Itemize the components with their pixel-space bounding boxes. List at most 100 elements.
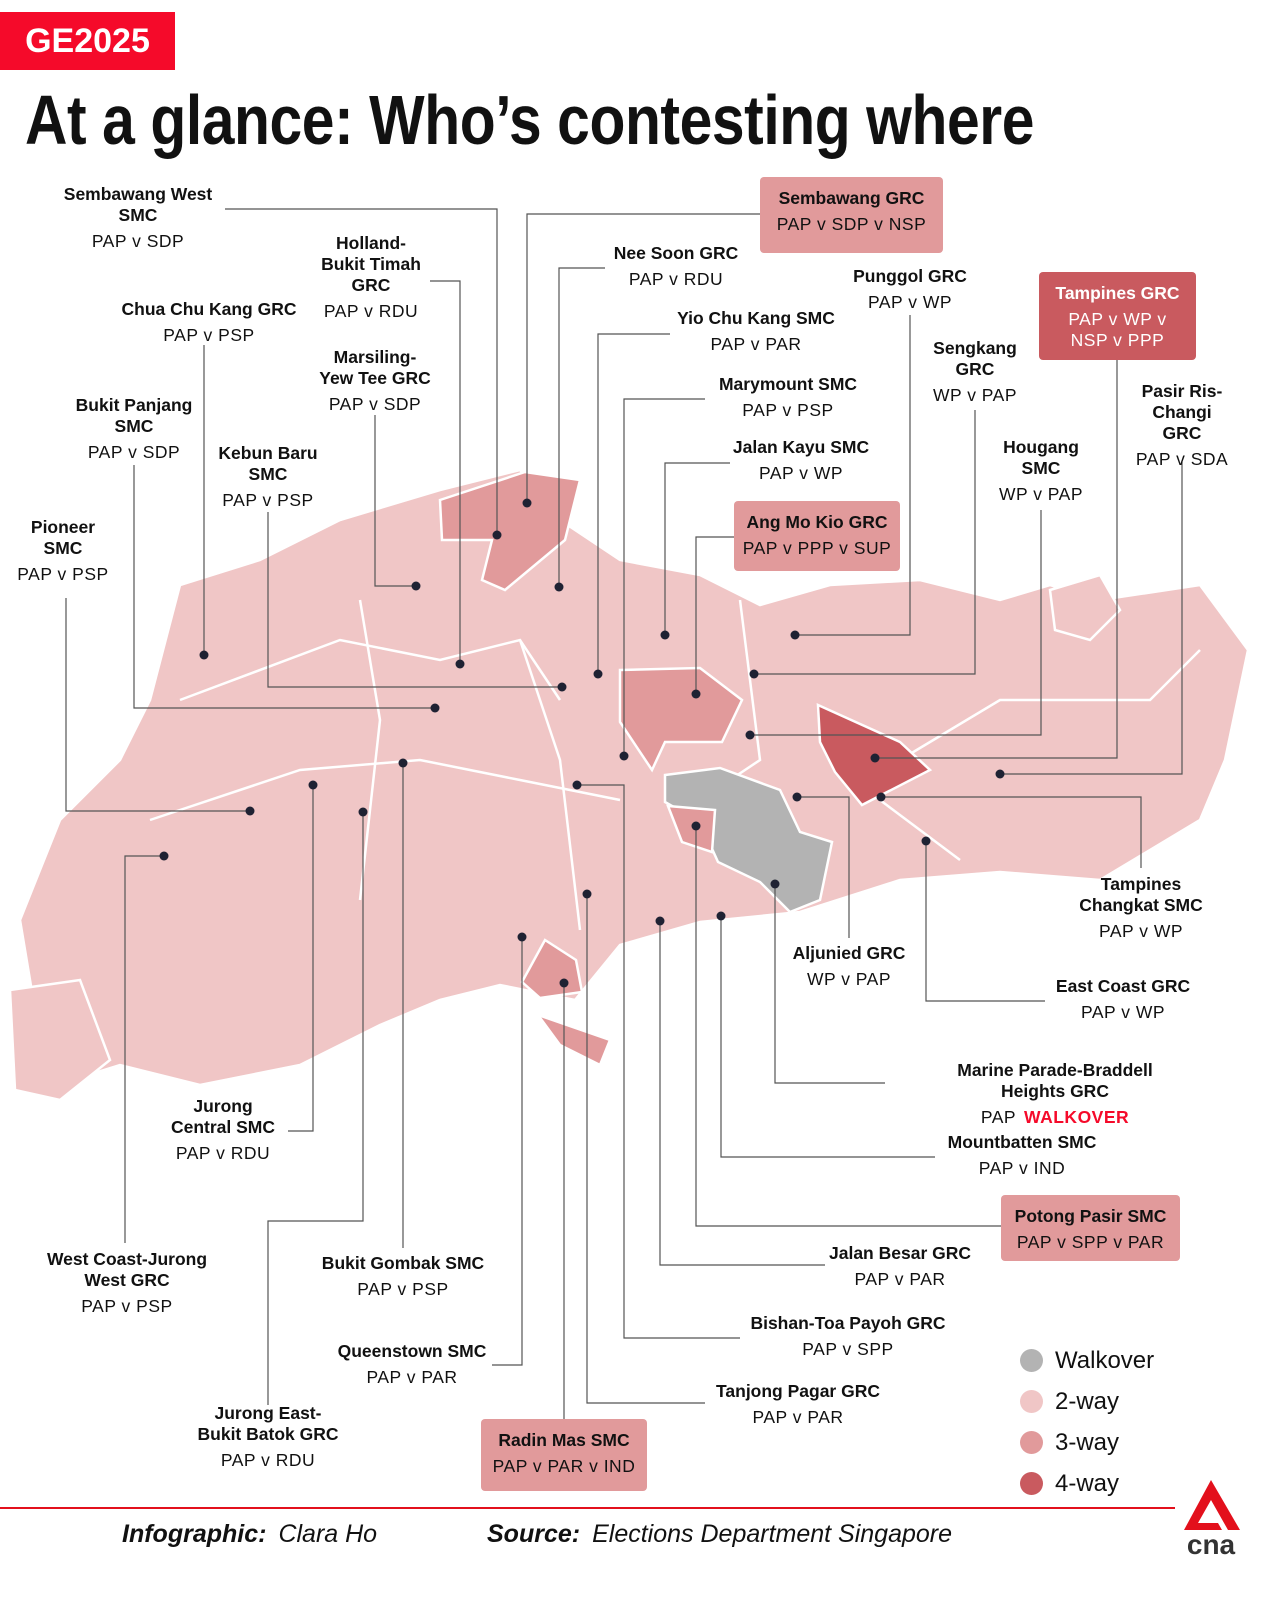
parties: PAP v SPP v PAR (1016, 1232, 1165, 1252)
constituency-name: Jurong Central SMC (170, 1096, 276, 1137)
leader-line-nee-soon-grc (558, 267, 605, 587)
contest-parties: PAP v WP (733, 463, 869, 484)
constituency-name: Bishan-Toa Payoh GRC (750, 1313, 946, 1333)
location-dot-pasir-ris-changi-grc (995, 769, 1005, 779)
label-aljunied-grc: Aljunied GRC WP v PAP (793, 943, 906, 990)
location-dot-sembawang-grc (522, 498, 532, 508)
location-dot-marine-parade-braddell-heights-grc (770, 879, 780, 889)
leader-line-tampines-grc (875, 360, 1118, 759)
contest-parties: PAP v PAR (829, 1269, 971, 1290)
contest-parties: PAP v SPP (750, 1339, 945, 1360)
parties: PAP v PSP (357, 1279, 449, 1299)
leader-line-marymount-smc (623, 398, 705, 756)
constituency-name: Ang Mo Kio GRC (746, 512, 888, 532)
contest-parties: PAP v PSP (322, 1279, 484, 1300)
legend-label: Walkover (1055, 1346, 1155, 1374)
constituency-name: Yio Chu Kang SMC (677, 308, 835, 328)
location-dot-tampines-grc (870, 753, 880, 763)
parties: WP v PAP (806, 969, 892, 989)
location-dot-jalan-besar-grc (655, 916, 665, 926)
leader-line-jurong-central-smc (288, 785, 314, 1132)
contest-parties: PAP v PSP (122, 325, 297, 346)
contest-parties: PAP v WP (1079, 921, 1202, 942)
leader-line-sengkang-grc (754, 410, 976, 675)
contest-parties: PAP v SDP (76, 442, 193, 463)
location-dot-sengkang-grc (749, 669, 759, 679)
constituency-name: Pioneer SMC (30, 517, 96, 558)
leader-line-jurong-east-bukit-batok-grc (267, 812, 364, 1405)
legend-swatch-icon (1020, 1472, 1043, 1495)
parties: PAP v IND (978, 1158, 1066, 1178)
constituency-name: Tanjong Pagar GRC (716, 1381, 880, 1401)
constituency-name: Sengkang GRC (933, 338, 1017, 379)
label-jalan-besar-grc: Jalan Besar GRC PAP v PAR (829, 1243, 971, 1290)
boundary-line (879, 799, 961, 861)
location-dot-jurong-central-smc (308, 780, 318, 790)
contest-parties: PAP v IND (948, 1158, 1097, 1179)
leader-line-holland-bukit-timah-grc (430, 280, 461, 664)
leader-line-potong-pasir-smc (695, 826, 1001, 1227)
constituency-name: Chua Chu Kang GRC (121, 299, 297, 319)
parties: PAP v WP (758, 463, 844, 483)
legend-item-4-way: 4-way (1020, 1463, 1154, 1504)
constituency-name: Sembawang GRC (778, 188, 925, 208)
parties: PAP v WP (867, 292, 953, 312)
contest-parties: PAP v RDU (171, 1143, 275, 1164)
constituency-name: Aljunied GRC (792, 943, 906, 963)
label-hougang-smc: Hougang SMC WP v PAP (999, 437, 1083, 505)
location-dot-east-coast-grc (921, 836, 931, 846)
location-dot-tanjong-pagar-grc (582, 889, 592, 899)
leader-line-pioneer-smc (65, 598, 250, 812)
label-jurong-east-bukit-batok-grc: Jurong East- Bukit Batok GRC PAP v RDU (198, 1403, 339, 1471)
contest-parties: PAP v RDU (198, 1450, 339, 1471)
parties: PAP v PSP (742, 400, 834, 420)
label-chua-chu-kang-grc: Chua Chu Kang GRC PAP v PSP (122, 299, 297, 346)
walkover-tag: WALKOVER (1024, 1107, 1130, 1127)
constituency-name: Jalan Besar GRC (828, 1243, 972, 1263)
parties: PAP v SDA (1135, 449, 1229, 469)
location-dot-aljunied-grc (792, 792, 802, 802)
constituency-name: Marymount SMC (718, 374, 858, 394)
leader-line-queenstown-smc (492, 937, 523, 1366)
legend-swatch-icon (1020, 1390, 1043, 1413)
constituency-name: East Coast GRC (1055, 976, 1191, 996)
parties: PAP v PAR (752, 1407, 844, 1427)
contest-parties: PAP v RDU (614, 269, 738, 290)
constituency-name: Jurong East- Bukit Batok GRC (197, 1403, 339, 1444)
location-dot-holland-bukit-timah-grc (455, 659, 465, 669)
pulau-ubin (1048, 573, 1122, 642)
parties: WP v PAP (998, 484, 1084, 504)
parties: PAP v SDP (91, 231, 185, 251)
boundary-line (179, 638, 562, 702)
leader-line-marine-parade-braddell-heights-grc (774, 884, 885, 1084)
legend-swatch-icon (1020, 1431, 1043, 1454)
region-ang-mo-kio-grc (618, 666, 744, 773)
location-dot-mountbatten-smc (716, 911, 726, 921)
legend-item-2-way: 2-way (1020, 1381, 1154, 1422)
label-east-coast-grc: East Coast GRC PAP v WP (1056, 976, 1190, 1023)
island-2-way (18, 468, 1250, 1092)
constituency-name: Jalan Kayu SMC (732, 437, 870, 457)
location-dot-pioneer-smc (245, 806, 255, 816)
constituency-name: West Coast-Jurong West GRC (46, 1249, 208, 1290)
leader-line-bishan-toa-payoh-grc (577, 784, 740, 1339)
contest-parties: PAP v PSP (218, 490, 317, 511)
page-title: At a glance: Who’s contesting where (25, 81, 1034, 159)
constituency-name: Marsiling- Yew Tee GRC (319, 347, 431, 388)
constituency-name: Hougang SMC (1003, 437, 1079, 478)
parties: PAP v PSP (17, 564, 109, 584)
constituency-name: Marine Parade-Braddell Heights GRC (957, 1060, 1153, 1101)
legend-item-walkover: Walkover (1020, 1340, 1154, 1381)
leader-line-punggol-grc (795, 315, 911, 636)
parties: PAP v PPP v SUP (742, 538, 892, 558)
parties: PAP v WP (1080, 1002, 1166, 1022)
location-dot-ang-mo-kio-grc (691, 689, 701, 699)
